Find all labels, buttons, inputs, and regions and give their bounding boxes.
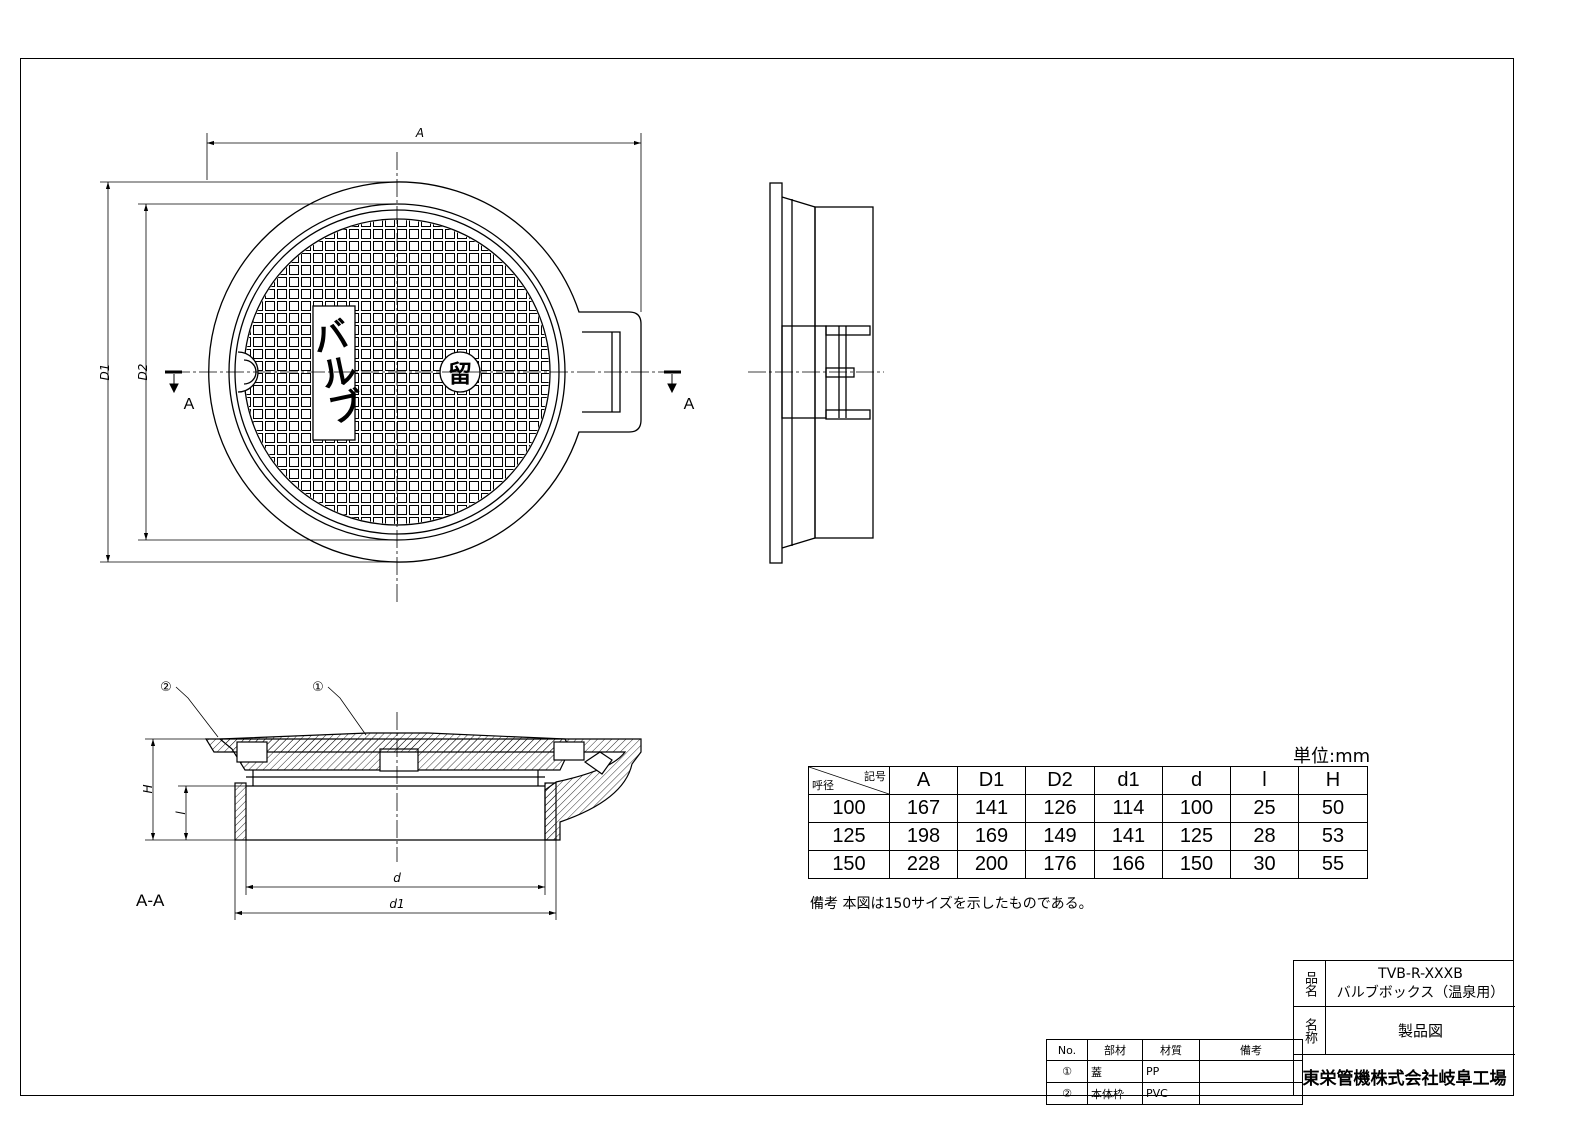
table-cell: 28 — [1230, 822, 1299, 851]
parts-header: No. — [1046, 1039, 1088, 1061]
section-mark-left: A — [184, 396, 195, 413]
name-key: 名称 — [1294, 1007, 1326, 1054]
dim-label-d1: d1 — [389, 897, 404, 911]
dim-label-D1: D1 — [98, 364, 112, 381]
table-cell: 53 — [1298, 822, 1368, 851]
col-header: A — [889, 766, 958, 795]
table-corner-cell: 記号 呼径 — [808, 766, 890, 795]
section-mark-right: A — [684, 396, 695, 413]
table-row: 150 228 200 176 166 150 30 55 — [808, 850, 1368, 879]
col-header: D1 — [957, 766, 1026, 795]
table-cell: 176 — [1025, 850, 1095, 879]
parts-header-row: No. 部材 材質 備考 — [1046, 1039, 1303, 1061]
table-cell: 141 — [1094, 822, 1163, 851]
drawing-frame — [20, 58, 1514, 1096]
center-lines — [172, 152, 672, 602]
section-title: A-A — [136, 891, 165, 910]
nominal-cell: 150 — [808, 850, 890, 879]
part-no: ② — [1046, 1082, 1088, 1105]
table-cell: 100 — [1162, 794, 1231, 823]
table-cell: 25 — [1230, 794, 1299, 823]
lid-label-plate — [312, 305, 356, 441]
table-cell: 141 — [957, 794, 1026, 823]
nominal-cell: 125 — [808, 822, 890, 851]
dim-H-l — [145, 738, 246, 841]
name-value: 製品図 — [1397, 1022, 1443, 1040]
corner-top-label: 記号 — [864, 771, 886, 783]
dim-d-d1 — [234, 840, 557, 920]
title-block: 品名 TVB-R-XXXB バルブボックス（温泉用） 名称 製品図 東栄管機株式… — [1293, 960, 1515, 1096]
part-name: 蓋 — [1087, 1060, 1143, 1083]
dim-label-A: A — [415, 126, 424, 140]
col-header: D2 — [1025, 766, 1095, 795]
table-cell: 150 — [1162, 850, 1231, 879]
col-header: d1 — [1094, 766, 1163, 795]
table-cell: 126 — [1025, 794, 1095, 823]
corner-bottom-label: 呼径 — [812, 780, 834, 792]
dimension-table: 記号 呼径 A D1 D2 d1 d l H 100 167 141 126 1… — [808, 766, 1368, 879]
table-cell: 30 — [1230, 850, 1299, 879]
parts-row: ① 蓋 PP — [1046, 1060, 1303, 1083]
part-remark — [1199, 1060, 1303, 1083]
dim-label-D2: D2 — [136, 364, 150, 381]
col-header: l — [1230, 766, 1299, 795]
callout-1: ① — [312, 680, 324, 695]
col-header: H — [1298, 766, 1368, 795]
dim-label-H: H — [141, 784, 155, 793]
section-view — [204, 732, 642, 841]
table-cell: 166 — [1094, 850, 1163, 879]
section-marks — [165, 370, 681, 394]
title-product-row: 品名 TVB-R-XXXB バルブボックス（温泉用） — [1294, 961, 1515, 1007]
dim-D1 — [100, 181, 397, 563]
product-code: TVB-R-XXXB — [1378, 965, 1463, 982]
product-value: TVB-R-XXXB バルブボックス（温泉用） — [1326, 961, 1515, 1006]
table-cell: 198 — [889, 822, 958, 851]
col-header: d — [1162, 766, 1231, 795]
table-cell: 50 — [1298, 794, 1368, 823]
parts-header: 材質 — [1142, 1039, 1200, 1061]
section-body-left — [234, 782, 247, 841]
section-body-right — [544, 782, 557, 841]
company-name: 東栄管機株式会社岐阜工場 — [1302, 1068, 1507, 1089]
unit-label: 単位:mm — [1293, 746, 1371, 767]
table-header-row: 記号 呼径 A D1 D2 d1 d l H — [808, 766, 1368, 795]
part-material: PP — [1142, 1060, 1200, 1083]
nominal-cell: 100 — [808, 794, 890, 823]
side-view — [769, 182, 874, 564]
callout-2: ② — [160, 680, 172, 695]
parts-header: 備考 — [1199, 1039, 1303, 1061]
product-key: 品名 — [1294, 961, 1326, 1006]
parts-header: 部材 — [1087, 1039, 1143, 1061]
dim-D2 — [138, 203, 397, 541]
table-note: 備考 本図は150サイズを示したものである。 — [810, 896, 1093, 912]
parts-list: No. 部材 材質 備考 ① 蓋 PP ② 本体枠 PVC — [1046, 1039, 1303, 1105]
dim-label-d: d — [393, 871, 401, 885]
dim-label-l: l — [174, 811, 188, 815]
table-cell: 167 — [889, 794, 958, 823]
product-name: バルブボックス（温泉用） — [1336, 984, 1505, 1001]
table-cell: 228 — [889, 850, 958, 879]
part-no: ① — [1046, 1060, 1088, 1083]
title-name-row: 名称 製品図 — [1294, 1007, 1515, 1055]
callout-leaders — [175, 686, 367, 738]
dim-A — [206, 133, 642, 312]
part-name: 本体枠 — [1087, 1082, 1143, 1105]
table-cell: 125 — [1162, 822, 1231, 851]
outer-rim — [208, 181, 642, 563]
table-cell: 149 — [1025, 822, 1095, 851]
part-remark — [1199, 1082, 1303, 1105]
lid-emblem: 留 — [448, 360, 472, 388]
part-material: PVC — [1142, 1082, 1200, 1105]
table-cell: 169 — [957, 822, 1026, 851]
parts-row: ② 本体枠 PVC — [1046, 1082, 1303, 1105]
table-cell: 114 — [1094, 794, 1163, 823]
table-cell: 200 — [957, 850, 1026, 879]
table-cell: 55 — [1298, 850, 1368, 879]
table-row: 125 198 169 149 141 125 28 53 — [808, 822, 1368, 851]
table-row: 100 167 141 126 114 100 25 50 — [808, 794, 1368, 823]
